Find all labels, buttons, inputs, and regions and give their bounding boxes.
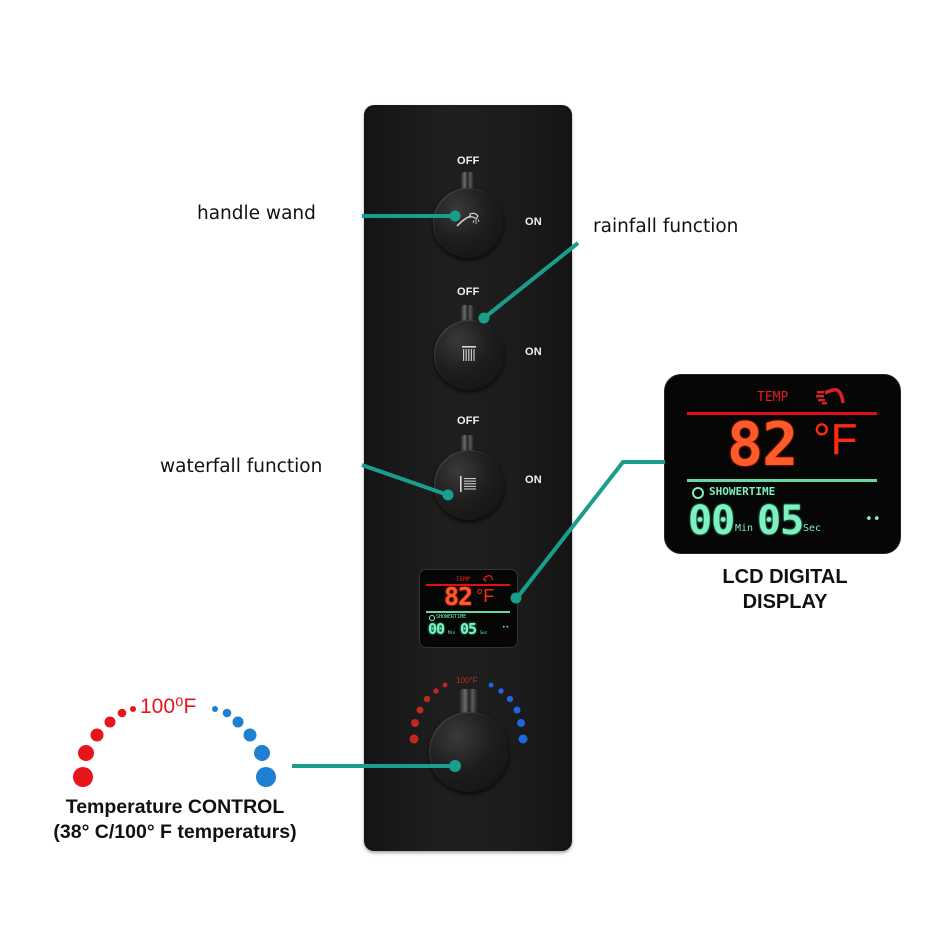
lcd-min-unit: Min	[735, 523, 754, 534]
panel-lcd-temperature: 82	[444, 582, 473, 611]
valve-3-on-label: ON	[525, 474, 542, 486]
lcd-seconds: 05	[757, 498, 804, 544]
valve-2-on-label: ON	[525, 346, 542, 358]
panel-lcd-display: TEMP 82 °F SHOWERTIME 00 Min 05 Sec ••	[420, 570, 517, 647]
waterfall-valve-knob[interactable]	[434, 450, 504, 520]
temp-control-title: Temperature CONTROL	[65, 796, 285, 818]
valve-1-on-label: ON	[525, 216, 542, 228]
panel-lcd-green-divider	[426, 611, 510, 613]
panel-lcd-indicator: ••	[502, 624, 510, 631]
lcd-sec-unit: Sec	[803, 523, 822, 534]
valve-1-off-label: OFF	[457, 155, 480, 167]
valve-2-off-label: OFF	[457, 286, 480, 298]
callout-rainfall-function: rainfall function	[593, 216, 739, 237]
panel-lcd-shower-icon	[483, 575, 493, 582]
rainfall-valve-knob[interactable]	[434, 320, 504, 390]
clock-icon	[692, 487, 704, 499]
lcd-title-line1: LCD DIGITAL	[722, 566, 848, 588]
temp-control-subtitle: (38° C/100° F temperaturs)	[53, 821, 297, 843]
thermostat-temp-mark: 100°F	[456, 676, 478, 685]
panel-lcd-seconds: 05	[460, 620, 477, 638]
rainfall-shower-icon	[462, 346, 476, 361]
lcd-red-divider	[687, 412, 877, 415]
thermostat-indicator-stem	[460, 689, 478, 715]
panel-lcd-minutes: 00	[428, 620, 445, 638]
panel-lcd-clock-icon	[429, 615, 435, 621]
callout-waterfall-function: waterfall function	[160, 456, 323, 477]
thermostat-knob[interactable]	[429, 712, 509, 792]
lcd-green-divider	[687, 479, 877, 482]
shower-head-icon	[816, 388, 845, 405]
lcd-indicator: ••	[865, 512, 881, 527]
temperature-arc-hot-dots	[73, 706, 136, 787]
handheld-shower-icon	[456, 212, 480, 227]
lcd-title-line2: DISPLAY	[742, 591, 828, 613]
waterfall-shower-icon	[460, 476, 476, 492]
lcd-minutes: 00	[688, 498, 735, 544]
panel-lcd-temp-label: TEMP	[456, 576, 471, 583]
lcd-timer-label: SHOWERTIME	[709, 485, 776, 498]
panel-lcd-sec-unit: Sec	[480, 630, 488, 635]
panel-lcd-min-unit: Min	[448, 630, 456, 635]
lcd-temp-label: TEMP	[757, 390, 789, 405]
temp-scale-label: 100⁰F	[140, 695, 197, 718]
lcd-temperature: 82	[727, 410, 798, 480]
panel-lcd-red-divider	[426, 584, 510, 586]
callout-handle-wand: handle wand	[197, 203, 316, 224]
lcd-temp-unit: °F	[813, 415, 858, 464]
temperature-arc-cold-dots	[212, 706, 276, 787]
handle-wand-valve-knob[interactable]	[433, 188, 503, 258]
lcd-display-enlarged: TEMP 82 °F SHOWERTIME 00 Min 05 Sec ••	[665, 375, 900, 553]
valve-3-off-label: OFF	[457, 415, 480, 427]
panel-lcd-unit: °F	[476, 586, 495, 606]
panel-lcd-timer-label: SHOWERTIME	[436, 614, 467, 620]
